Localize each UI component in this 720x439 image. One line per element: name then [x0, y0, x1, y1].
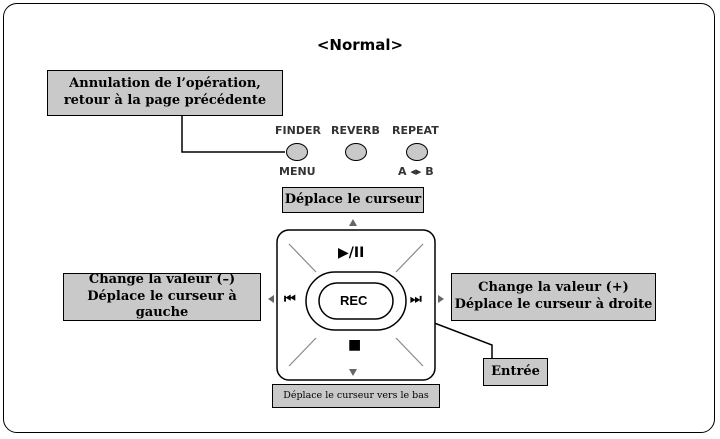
down-callout: Déplace le curseur vers le bas — [272, 384, 440, 408]
up-callout: Déplace le curseur — [282, 187, 424, 213]
menu-label: MENU — [279, 165, 316, 178]
enter-callout: Entrée — [483, 358, 548, 386]
reverb-button[interactable] — [345, 143, 367, 161]
down-arrow-icon — [349, 369, 357, 376]
left-arrow-icon — [268, 295, 274, 303]
finder-label: FINDER — [275, 124, 321, 137]
rec-button-inner — [318, 282, 394, 320]
dpad-divider — [288, 337, 317, 367]
up-arrow-icon — [349, 219, 357, 226]
diagram-title: <Normal> — [316, 36, 404, 54]
repeat-ab-button[interactable] — [406, 143, 428, 161]
ab-label: A ◂▸ B — [398, 165, 434, 178]
dpad-divider — [288, 243, 317, 273]
play-pause-icon[interactable]: ▶/II — [338, 245, 365, 261]
left-callout: Change la valeur (–) Déplace le curseur … — [63, 272, 261, 321]
dpad-divider — [395, 243, 424, 273]
dpad-divider — [395, 337, 424, 367]
right-callout: Change la valeur (+) Déplace le curseur … — [451, 273, 656, 321]
cancel-connector-line — [181, 116, 285, 153]
prev-icon[interactable]: ⏮ — [284, 292, 296, 307]
repeat-label: REPEAT — [392, 124, 439, 137]
finder-menu-button[interactable] — [286, 143, 308, 161]
right-arrow-icon — [438, 295, 444, 303]
stop-icon[interactable]: ■ — [348, 337, 362, 353]
cancel-callout: Annulation de l’opération, retour à la p… — [47, 70, 283, 116]
rec-button[interactable]: REC — [340, 293, 368, 308]
next-icon[interactable]: ⏭ — [410, 292, 422, 307]
reverb-label: REVERB — [331, 124, 380, 137]
